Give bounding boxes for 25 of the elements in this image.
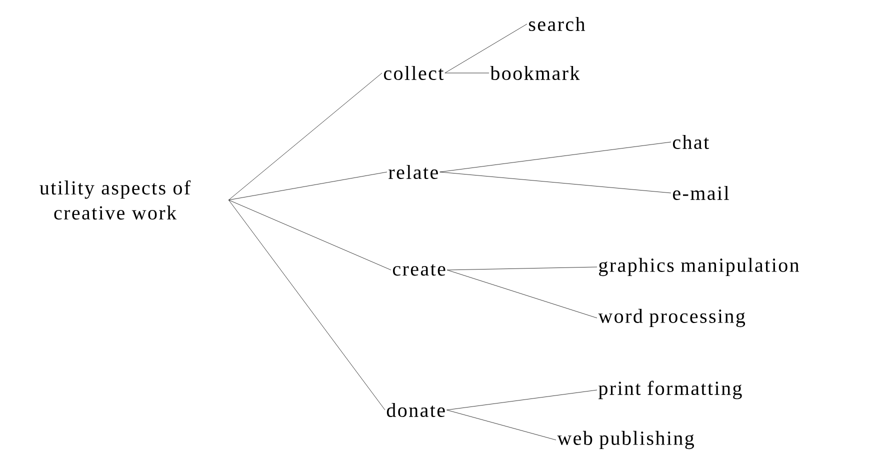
node-label: web publishing [557,430,694,450]
connector-line [446,390,598,410]
node-label: word processing [598,308,746,328]
node-label: create [392,264,446,276]
node-label: utility aspects of creative work [40,180,191,220]
node-label: relate [388,164,438,180]
connector-line [440,172,672,194]
connector-line [446,266,598,270]
node-label: graphics manipulation [599,258,799,276]
node-label: chat [672,134,709,150]
node-label: search [529,16,586,32]
connector-line [228,172,388,200]
connector-line [228,200,392,270]
node-label: collect [384,66,444,80]
node-label: donate [386,402,445,418]
connector-line [444,72,490,74]
connector-line [228,72,382,200]
node-label: e-mail [672,186,729,200]
connector-line [444,24,528,74]
connector-line [446,270,598,318]
node-label: print formatting [598,380,742,400]
connector-line [440,142,672,172]
connector-line [228,200,386,410]
node-label: bookmark [490,66,580,80]
connector-line [446,410,556,440]
